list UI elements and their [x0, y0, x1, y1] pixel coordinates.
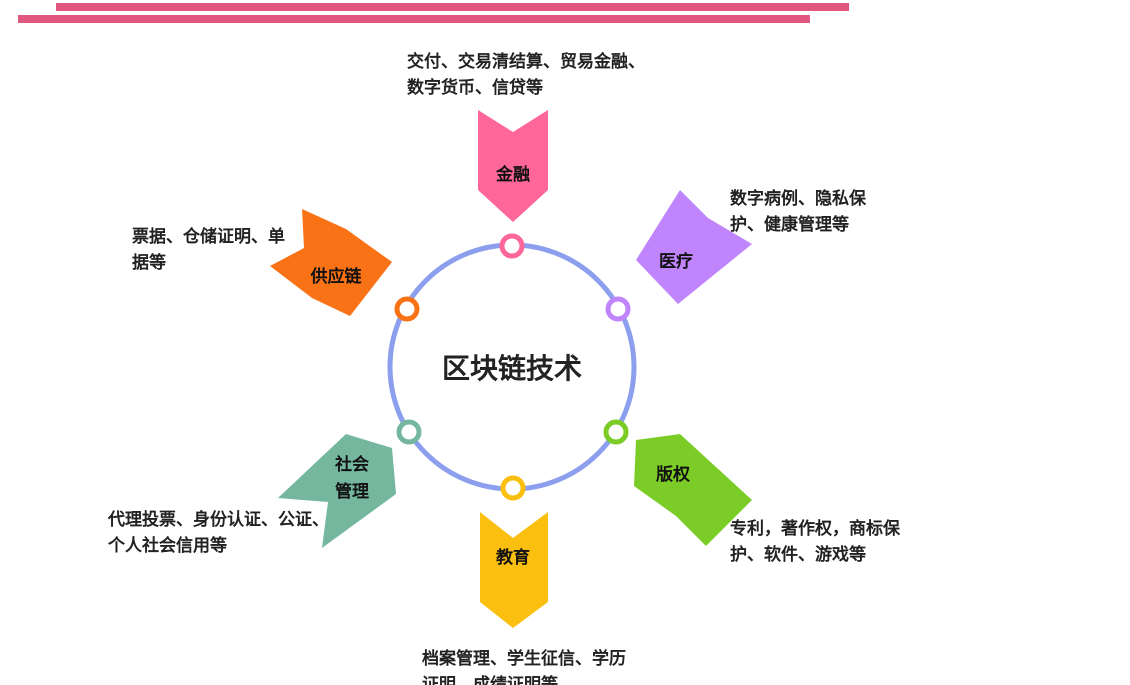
finance-label: 金融 [495, 164, 530, 185]
social-management-label-line2: 管理 [335, 481, 369, 502]
medical-node [605, 296, 631, 322]
copyright-label: 版权 [656, 464, 691, 485]
social-management-arrow [278, 434, 396, 548]
supply-chain-arrow [270, 209, 392, 316]
finance-description: 交付、交易清结算、贸易金融、数字货币、信贷等 [407, 52, 645, 98]
supply-chain-node [394, 296, 420, 322]
finance-arrow [478, 110, 548, 222]
medical-arrow [636, 190, 752, 304]
social-management-description: 代理投票、身份认证、公证、个人社会信用等 [108, 510, 329, 556]
copyright-description: 专利，著作权，商标保护、软件、游戏等 [730, 519, 900, 565]
education-arrow [480, 512, 548, 628]
supply-chain-label: 供应链 [310, 266, 363, 287]
social-management-node [396, 419, 422, 445]
education-description: 档案管理、学生征信、学历证明、成绩证明等 [422, 649, 626, 685]
education-node [500, 475, 526, 501]
medical-label: 医疗 [659, 251, 693, 272]
medical-description: 数字病例、隐私保护、健康管理等 [730, 189, 866, 235]
top-decorative-bar [56, 3, 849, 11]
center-title: 区块链技术 [442, 352, 582, 385]
supply-chain-description: 票据、仓储证明、单据等 [132, 227, 285, 273]
education-label: 教育 [495, 547, 530, 568]
social-management-label-line1: 社会 [334, 454, 369, 475]
copyright-node [603, 419, 629, 445]
copyright-arrow [634, 434, 752, 546]
top-decorative-bar-secondary [18, 15, 810, 23]
finance-node [499, 233, 525, 259]
